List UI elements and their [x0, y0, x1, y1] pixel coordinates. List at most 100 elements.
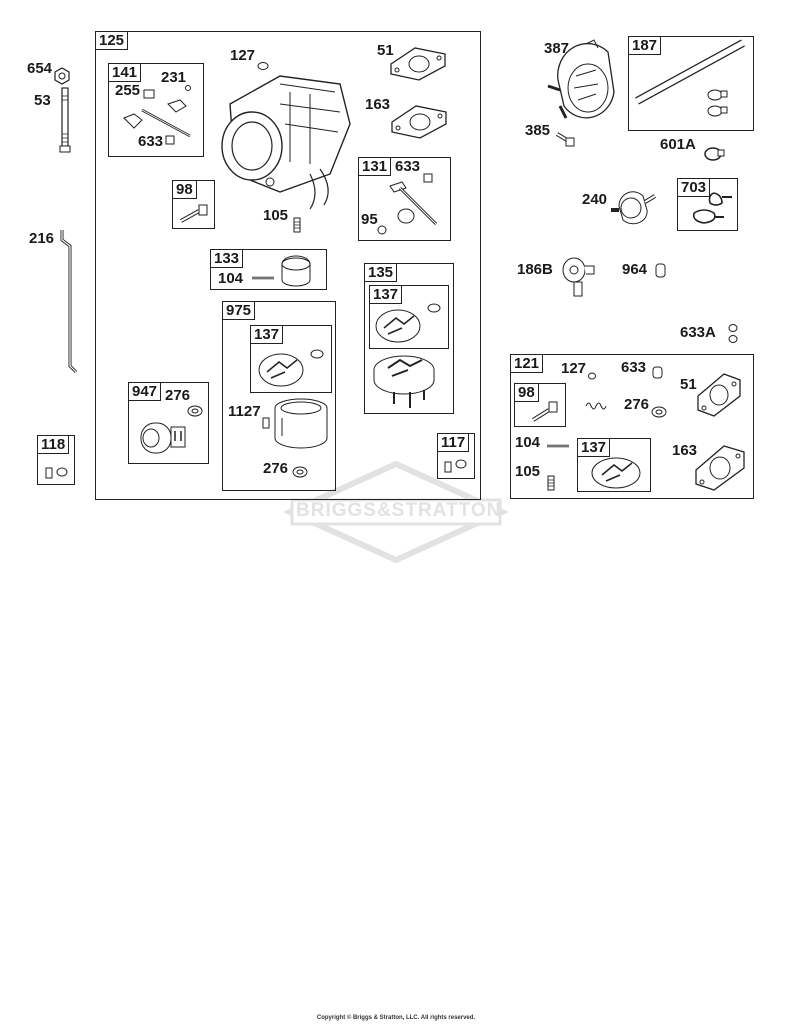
kit-box-135: 135: [364, 263, 454, 414]
needle-screw-icon: [531, 401, 558, 422]
fuel-filter-icon: [611, 191, 657, 225]
seal-icon: [652, 366, 663, 379]
callout-104: 104: [218, 270, 244, 287]
kit-box-137: 137: [577, 438, 651, 492]
brand-watermark: [282, 460, 510, 564]
seal-icon: [728, 324, 738, 343]
callout-95: 95: [361, 211, 378, 228]
float-bowl-icon: [274, 398, 328, 449]
washer-icon: [292, 466, 308, 478]
stud-icon: [59, 87, 71, 153]
callout-231: 231: [161, 69, 187, 86]
kit-tag-125: 125: [96, 32, 129, 50]
kit-tag-703: 703: [678, 179, 711, 197]
callout-1127: 1127: [228, 403, 261, 420]
callout-255: 255: [115, 82, 141, 99]
kit-tag-137: 137: [578, 439, 611, 457]
float-bowl-icon: [373, 355, 435, 408]
callout-51: 51: [680, 376, 697, 393]
callout-633: 633: [621, 359, 647, 376]
kit-box-141: 141: [108, 63, 204, 157]
kit-tag-121: 121: [511, 355, 544, 373]
float-bowl-gasket-icon: [591, 457, 641, 489]
kit-box-137: 137: [369, 285, 449, 349]
callout-216: 216: [29, 230, 55, 247]
callout-104: 104: [515, 434, 541, 451]
needle-screw-icon: [180, 204, 208, 223]
kit-tag-137: 137: [370, 286, 403, 304]
jet-icon: [293, 217, 301, 233]
clamp-icon: [704, 147, 725, 161]
kit-tag-131: 131: [359, 158, 392, 176]
solenoid-icon: [140, 422, 186, 454]
callout-633A: 633A: [680, 324, 716, 341]
kit-box-131: 131: [358, 157, 451, 241]
kit-box-98: 98: [514, 383, 566, 427]
kit-box-947: 947: [128, 382, 209, 464]
kit-box-125: 125: [95, 31, 481, 500]
kit-tag-135: 135: [365, 264, 398, 282]
gasket-icon: [695, 445, 745, 491]
watermark-text: BRIGGS&STRATTON: [296, 500, 502, 521]
callout-276: 276: [165, 387, 191, 404]
copyright-notice: Copyright © Briggs & Stratton, LLC. All …: [316, 1015, 476, 1021]
fuel-pump-icon: [547, 39, 615, 119]
callout-276: 276: [624, 396, 650, 413]
screw-icon: [555, 132, 575, 147]
kit-tag-117: 117: [438, 434, 470, 452]
callout-53: 53: [34, 92, 51, 109]
kit-tag-141: 141: [109, 64, 142, 82]
spacer-icon: [655, 263, 666, 278]
kit-box-975: 975: [222, 301, 336, 491]
jet-icon: [547, 475, 555, 491]
o-ring-icon: [257, 62, 269, 70]
callout-51: 51: [377, 42, 394, 59]
callout-105: 105: [515, 463, 541, 480]
gasket-icon: [390, 47, 446, 81]
kit-box-133: 133: [210, 249, 327, 290]
kit-tag-98: 98: [173, 181, 197, 199]
callout-654: 654: [27, 60, 53, 77]
callout-163: 163: [672, 442, 698, 459]
washer-icon: [187, 405, 203, 417]
kit-box-98: 98: [172, 180, 215, 229]
kit-tag-133: 133: [211, 250, 244, 268]
callout-240: 240: [582, 191, 608, 208]
kit-box-137: 137: [250, 325, 332, 393]
throttle-shaft-icon: [123, 85, 191, 145]
callout-127: 127: [230, 47, 256, 64]
carburetor-icon: [221, 75, 351, 210]
callout-633: 633: [138, 133, 164, 150]
fuel-line-icon: [635, 39, 745, 117]
gasket-icon: [697, 373, 741, 417]
callout-385: 385: [525, 122, 551, 139]
o-ring-icon: [588, 372, 596, 380]
callout-186B: 186B: [517, 261, 553, 278]
kit-box-118: 118: [37, 435, 75, 485]
kit-tag-947: 947: [129, 383, 162, 401]
screw-icon: [45, 467, 68, 479]
callout-276: 276: [263, 460, 289, 477]
screw-icon: [444, 459, 467, 473]
spring-icon: [585, 402, 607, 410]
float-bowl-gasket-icon: [258, 349, 324, 387]
callout-163: 163: [365, 96, 391, 113]
callout-105: 105: [263, 207, 289, 224]
kit-tag-975: 975: [223, 302, 256, 320]
kit-tag-137: 137: [251, 326, 284, 344]
kit-tag-187: 187: [629, 37, 662, 55]
callout-964: 964: [622, 261, 648, 278]
fitting-icon: [562, 257, 595, 297]
drain-screw-icon: [262, 417, 270, 429]
clamp-icon: [692, 192, 732, 224]
kit-box-117: 117: [437, 433, 475, 479]
callout-601A: 601A: [660, 136, 696, 153]
gasket-icon: [391, 105, 447, 139]
callout-387: 387: [544, 40, 570, 57]
kit-tag-98: 98: [515, 384, 539, 402]
callout-633: 633: [395, 158, 421, 175]
governor-link-icon: [60, 230, 78, 374]
pin-icon: [547, 444, 569, 448]
kit-box-703: 703: [677, 178, 738, 231]
